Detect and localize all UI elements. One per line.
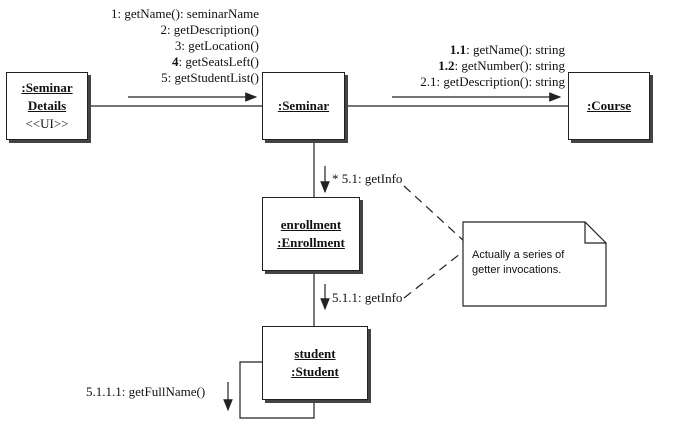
- messages-details-to-seminar: 1: getName(): seminarName 2: getDescript…: [111, 6, 259, 86]
- object-student: student :Student: [262, 326, 368, 400]
- seminar-details-name-2: Details: [27, 98, 67, 113]
- note-text: Actually a series of getter invocations.: [472, 248, 564, 278]
- enrollment-name-1: enrollment: [280, 217, 342, 232]
- message-1: 1: getName(): seminarName: [111, 6, 259, 21]
- student-name-2: :Student: [291, 364, 339, 379]
- messages-seminar-to-course: 1.1: getName(): string 1.2: getNumber():…: [420, 42, 565, 90]
- message-5-1: * 5.1: getInfo: [332, 171, 403, 186]
- seminar-details-stereotype: <<UI>>: [25, 116, 69, 131]
- message-5-1-1: 5.1.1: getInfo: [332, 290, 403, 305]
- enrollment-name-2: :Enrollment: [277, 235, 345, 250]
- note-fold-icon: [584, 222, 606, 244]
- note-shape: [462, 221, 607, 307]
- object-seminar-details: :Seminar Details <<UI>>: [6, 72, 88, 140]
- student-name-1: student: [294, 346, 336, 361]
- note-anchor-1: [403, 185, 466, 243]
- message-5-1-1-1: 5.1.1.1: getFullName(): [86, 384, 206, 399]
- note-anchor-2: [403, 249, 466, 299]
- message-2-1: 2.1: getDescription(): string: [420, 74, 565, 89]
- message-5: 5: getStudentList(): [161, 70, 259, 85]
- link-student-self: [239, 361, 315, 419]
- seminar-details-name-1: :Seminar: [21, 80, 73, 95]
- message-3: 3: getLocation(): [174, 38, 259, 53]
- seminar-name: :Seminar: [277, 98, 330, 113]
- message-2: 2: getDescription(): [160, 22, 259, 37]
- message-1-2: 1.2: getNumber(): string: [438, 58, 565, 73]
- message-4: 4: getSeatsLeft(): [172, 54, 259, 69]
- message-1-1: 1.1: getName(): string: [449, 42, 565, 57]
- course-name: :Course: [586, 98, 632, 113]
- object-enrollment: enrollment :Enrollment: [262, 197, 360, 271]
- note-line-2: getter invocations.: [472, 264, 562, 276]
- note-line-1: Actually a series of: [472, 249, 565, 261]
- object-course: :Course: [568, 72, 650, 140]
- object-seminar: :Seminar: [262, 72, 345, 140]
